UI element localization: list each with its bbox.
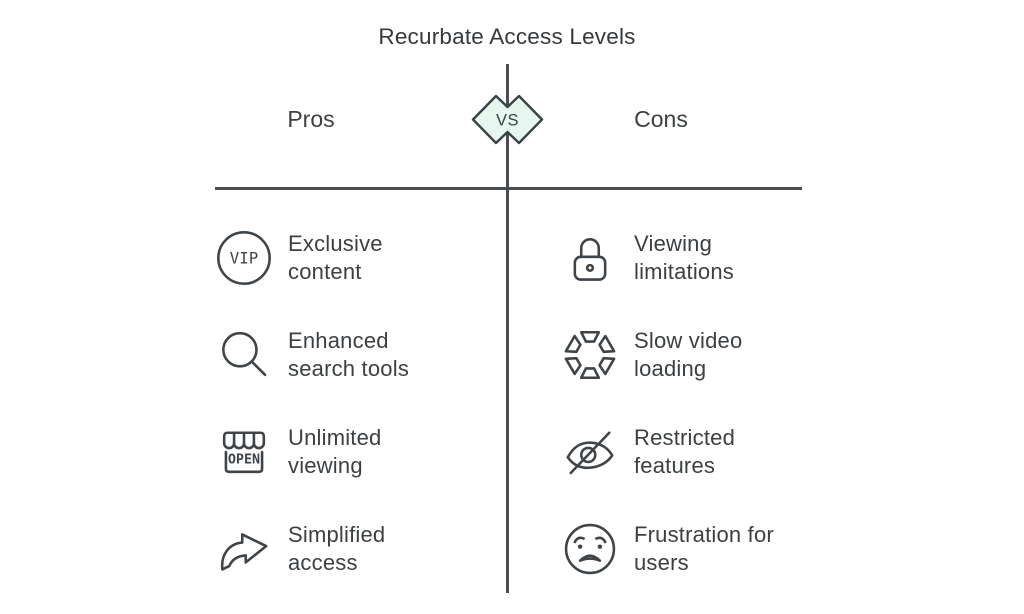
vs-badge-outline	[471, 94, 544, 145]
item-label: Unlimited viewing	[288, 425, 382, 478]
frustrated-face-icon	[564, 523, 616, 575]
vs-badge-label: VS	[496, 112, 519, 130]
item-label: Slow video loading	[634, 328, 743, 381]
cons-item-viewing-limitations: Viewing limitations	[562, 230, 734, 286]
pros-item-simplified-access: Simplified access	[216, 521, 385, 577]
pros-column-header: Pros	[287, 106, 335, 132]
eye-slash-icon	[566, 431, 614, 475]
storefront-open-icon: OPEN	[222, 431, 266, 474]
pros-item-unlimited-viewing: OPEN Unlimited viewing	[216, 424, 382, 480]
center-divider-line	[506, 64, 509, 593]
cons-item-restricted-features: Restricted features	[562, 424, 735, 480]
item-label: Restricted features	[634, 425, 736, 478]
diagram-title: Recurbate Access Levels	[378, 24, 636, 49]
item-label: Enhanced search tools	[288, 328, 410, 381]
item-label: Simplified access	[288, 522, 386, 575]
item-label: Viewing limitations	[634, 231, 735, 284]
cons-item-user-frustration: Frustration for users	[562, 521, 774, 577]
magnifier-icon	[222, 331, 267, 377]
curved-arrow-icon	[220, 533, 268, 571]
open-icon-text: OPEN	[228, 453, 260, 468]
vs-badge-shape	[473, 96, 542, 143]
padlock-icon	[573, 238, 607, 281]
pros-item-exclusive-content: VIP Exclusive content	[216, 230, 383, 286]
vip-icon-text: VIP	[230, 249, 258, 268]
loading-spinner-icon	[564, 330, 616, 380]
item-label: Frustration for users	[634, 522, 774, 575]
cons-column-header: Cons	[634, 106, 688, 132]
cons-item-slow-loading: Slow video loading	[562, 327, 742, 383]
item-label: Exclusive content	[288, 231, 383, 284]
vs-badge: VS	[471, 94, 544, 145]
pros-item-enhanced-search: Enhanced search tools	[216, 327, 409, 383]
vip-badge-icon: VIP	[217, 231, 271, 285]
header-divider-line	[215, 187, 802, 190]
